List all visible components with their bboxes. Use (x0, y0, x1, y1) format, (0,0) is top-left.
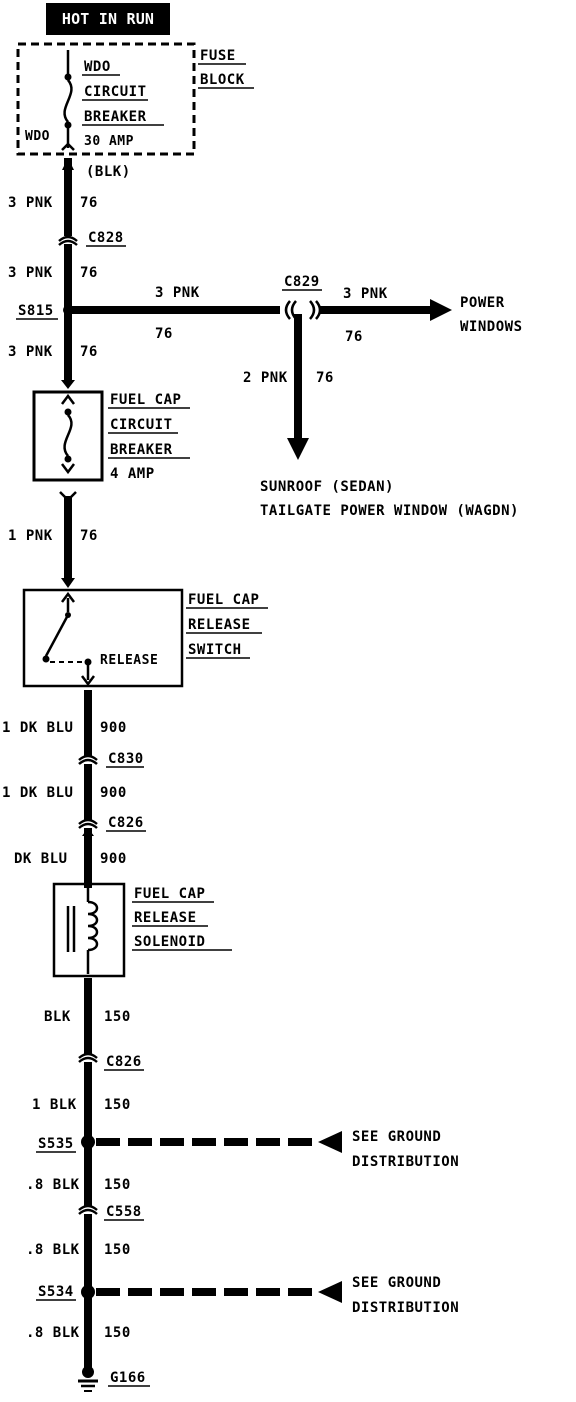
wdo-breaker-label-3: BREAKER (84, 109, 147, 125)
wire-w9-circuit: 150 (104, 1097, 131, 1113)
solenoid-label-3: SOLENOID (134, 934, 205, 950)
wire-right-circuit: 76 (345, 329, 363, 345)
wire-w6-circuit: 900 (100, 785, 127, 801)
ground-dist-1: SEE GROUND (352, 1129, 441, 1145)
wire-right-gauge: 3 PNK (343, 286, 388, 302)
wire-w7-gauge: DK BLU (14, 851, 68, 867)
wire-branch-gauge: 3 PNK (155, 285, 200, 301)
solenoid-coil-icon (66, 886, 99, 974)
wire-w11-gauge: .8 BLK (26, 1242, 80, 1258)
power-windows-arrow-icon (430, 299, 452, 321)
connector-c826a: C826 (108, 815, 144, 831)
connector-c826b: C826 (106, 1054, 142, 1070)
wire-w2-gauge: 3 PNK (8, 265, 53, 281)
wire-down-circuit: 76 (316, 370, 334, 386)
ground-dist-1-2: DISTRIBUTION (352, 1154, 459, 1170)
fuse-block-label-2: BLOCK (200, 72, 245, 88)
c826b-connector-icon (78, 1052, 98, 1059)
release-switch-label-3: SWITCH (188, 642, 242, 658)
release-switch-icon (42, 591, 95, 687)
solenoid-label-2: RELEASE (134, 910, 197, 926)
wire-w6-gauge: 1 DK BLU (2, 785, 73, 801)
c828-connector-icon (58, 235, 78, 242)
release-switch-label: FUEL CAP (188, 592, 259, 608)
ground-dist-arrow-2-icon (318, 1281, 342, 1303)
wire-w7-circuit: 900 (100, 851, 127, 867)
wdo-terminal-label: WDO (25, 129, 50, 144)
wire-w5-gauge: 1 DK BLU (2, 720, 73, 736)
fuel-cap-breaker-box (32, 390, 104, 482)
release-switch-position: RELEASE (100, 653, 158, 668)
wire-w5-circuit: 900 (100, 720, 127, 736)
fuel-cap-breaker-label: FUEL CAP (110, 392, 181, 408)
dest-sunroof: SUNROOF (SEDAN) (260, 479, 394, 495)
splice-s534-icon (81, 1285, 95, 1299)
fuel-cap-breaker-rating: 4 AMP (110, 466, 155, 482)
wire-w2-circuit: 76 (80, 265, 98, 281)
wdo-terminal-color: (BLK) (86, 164, 131, 180)
c829-connector-icon (284, 300, 322, 320)
dest-power-windows: POWER (460, 295, 505, 311)
fuel-cap-breaker-label-3: BREAKER (110, 442, 173, 458)
solenoid-label: FUEL CAP (134, 886, 205, 902)
connector-c828: C828 (88, 230, 124, 246)
wire-down-gauge: 2 PNK (243, 370, 288, 386)
wire-w12-gauge: .8 BLK (26, 1325, 80, 1341)
wire-w8-gauge: BLK (44, 1009, 71, 1025)
wire-w4-gauge: 1 PNK (8, 528, 53, 544)
wire-w9-gauge: 1 BLK (32, 1097, 77, 1113)
wdo-circuit-breaker-icon (61, 50, 75, 151)
connector-c558: C558 (106, 1204, 142, 1220)
hot-in-run-banner (46, 3, 170, 35)
wire-w12-circuit: 150 (104, 1325, 131, 1341)
c826a-connector-icon (78, 818, 98, 825)
solenoid-box (52, 882, 126, 978)
wire-w10-circuit: 150 (104, 1177, 131, 1193)
wire-w4-circuit: 76 (80, 528, 98, 544)
wire-w1-circuit: 76 (80, 195, 98, 211)
c558-connector-icon (78, 1204, 98, 1211)
dest-power-windows-2: WINDOWS (460, 319, 523, 335)
wdo-breaker-label: WDO (84, 59, 111, 75)
wire-w8-circuit: 150 (104, 1009, 131, 1025)
ground-dist-2-2: DISTRIBUTION (352, 1300, 459, 1316)
fuel-cap-breaker-label-2: CIRCUIT (110, 417, 173, 433)
wdo-breaker-label-2: CIRCUIT (84, 84, 147, 100)
splice-s535-icon (81, 1135, 95, 1149)
release-switch-label-2: RELEASE (188, 617, 251, 633)
ground-dist-arrow-1-icon (318, 1131, 342, 1153)
wdo-breaker-rating: 30 AMP (84, 134, 134, 149)
dest-tailgate: TAILGATE POWER WINDOW (WAGDN) (260, 503, 519, 519)
wire-w10-gauge: .8 BLK (26, 1177, 80, 1193)
ground-icon (78, 1379, 98, 1392)
fuse-block-label: FUSE (200, 48, 236, 64)
connector-c830: C830 (108, 751, 144, 767)
connector-c829: C829 (284, 274, 320, 290)
wire-branch-circuit: 76 (155, 326, 173, 342)
hot-in-run-label: HOT IN RUN (62, 10, 154, 28)
ground-dist-2: SEE GROUND (352, 1275, 441, 1291)
wire-w1-gauge: 3 PNK (8, 195, 53, 211)
sunroof-arrow-icon (287, 438, 309, 460)
fuel-cap-breaker-icon (61, 393, 75, 475)
c830-connector-icon (78, 754, 98, 761)
wire-w3-circuit: 76 (80, 344, 98, 360)
release-switch-box (22, 588, 184, 688)
splice-s534-label: S534 (38, 1284, 74, 1300)
ground-g166-label: G166 (110, 1370, 146, 1386)
splice-s815-label: S815 (18, 303, 54, 319)
wire-w3-gauge: 3 PNK (8, 344, 53, 360)
splice-s535-label: S535 (38, 1136, 74, 1152)
wire-w11-circuit: 150 (104, 1242, 131, 1258)
